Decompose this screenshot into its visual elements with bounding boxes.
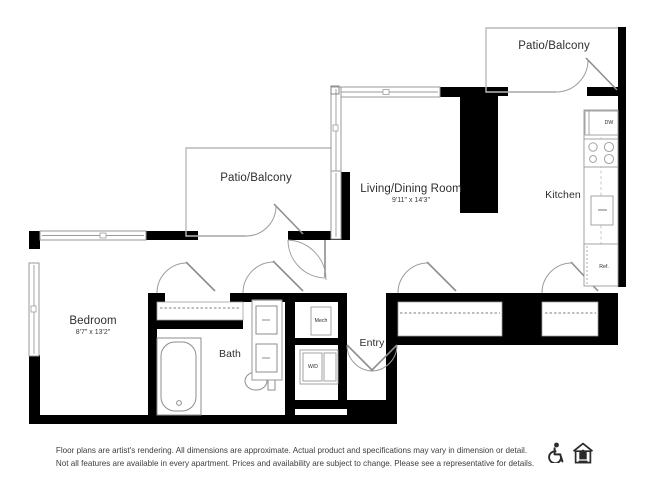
door-bedroom <box>156 261 216 294</box>
closet-living-left-box <box>397 301 503 337</box>
wall-balcony-upper-bottom-right <box>587 87 618 96</box>
wall-bedroom-bath-divider <box>148 293 157 423</box>
wall-bedroom-top-left <box>29 231 40 249</box>
wall-closet-bedroom-base <box>157 320 243 329</box>
disclaimer-footer: Floor plans are artist's rendering. All … <box>0 436 650 488</box>
wall-laundry-bottom <box>295 400 347 409</box>
door-bath <box>242 260 304 294</box>
wall-mech-right <box>338 293 347 344</box>
disclaimer-text: Floor plans are artist's rendering. All … <box>56 436 534 470</box>
door-balcony-lower <box>245 203 304 237</box>
wall-bedroom-bottom <box>29 415 397 424</box>
cooktop-box <box>583 138 619 168</box>
wall-laundry-right <box>338 345 347 406</box>
burner-front-left <box>589 155 597 163</box>
equal-housing-opportunity-icon <box>573 442 594 464</box>
wheelchair-accessible-icon <box>548 442 564 463</box>
wall-column-living <box>460 96 498 213</box>
door-hall-living <box>287 239 327 281</box>
bath-fixtures-group <box>156 299 283 416</box>
dryer-unit <box>323 352 337 382</box>
burner-front-right <box>603 153 615 165</box>
balcony-upper-outline <box>485 27 618 93</box>
wall-closet-right-divider <box>502 293 542 343</box>
burner-back-left <box>588 142 598 152</box>
wall-bath-top <box>243 293 295 302</box>
wall-living-left-jog <box>288 231 350 240</box>
utility-fixtures-group <box>299 306 339 385</box>
door-entry-left <box>346 344 374 372</box>
wall-entry-bottom <box>347 400 397 415</box>
closet-bedroom-box <box>156 301 244 321</box>
bathtub-basin <box>160 341 197 412</box>
balcony-outlines-group <box>185 27 618 237</box>
glazing-group <box>28 85 556 357</box>
window-bedroom-left <box>28 262 40 357</box>
door-closet-living-left <box>397 261 457 294</box>
doors-group <box>156 57 618 372</box>
wall-closet-bedroom-right <box>230 293 243 302</box>
wall-mech-bottom <box>295 338 347 345</box>
closet-outlines-group <box>156 301 599 337</box>
wall-block-living-top <box>438 87 498 97</box>
door-balcony-upper <box>555 57 618 93</box>
wall-mech-top <box>295 293 347 302</box>
wall-bath-right <box>285 293 295 424</box>
kitchen-fixtures-group <box>583 109 619 287</box>
wall-closet-right-end <box>598 293 618 343</box>
wall-closet-band-base <box>386 336 618 345</box>
closet-living-right-box <box>541 301 599 337</box>
floor-plan-svg <box>28 27 626 424</box>
refrigerator-box <box>583 243 619 287</box>
wall-closet-bedroom-top <box>148 293 165 302</box>
slider-living-left-lower <box>330 170 342 240</box>
slider-living-top <box>333 86 441 98</box>
mech-unit-box <box>310 306 332 336</box>
dishwasher-door-line <box>584 110 590 136</box>
bathtub-drain <box>176 400 182 406</box>
disclaimer-line-1: Floor plans are artist's rendering. All … <box>55 446 528 455</box>
burner-back-right <box>603 141 615 153</box>
window-bedroom-top <box>39 230 147 241</box>
closet-rods-group <box>160 307 596 314</box>
wall-exterior-right <box>618 27 626 287</box>
door-entry-right <box>370 344 398 372</box>
balcony-lower-outline <box>185 147 336 237</box>
wall-closet-left-end <box>386 293 398 343</box>
slider-living-left <box>330 85 342 174</box>
washer-unit <box>302 352 323 382</box>
wall-bedroom-top-right <box>145 231 198 240</box>
dishwasher-box <box>587 110 619 136</box>
disclaimer-line-2: Not all features are available in every … <box>55 459 535 469</box>
wall-entry-right <box>386 293 397 415</box>
disclaimer-icons <box>534 436 594 464</box>
floor-plan-drawing <box>28 27 626 424</box>
wall-bedroom-left-lower <box>29 355 40 424</box>
